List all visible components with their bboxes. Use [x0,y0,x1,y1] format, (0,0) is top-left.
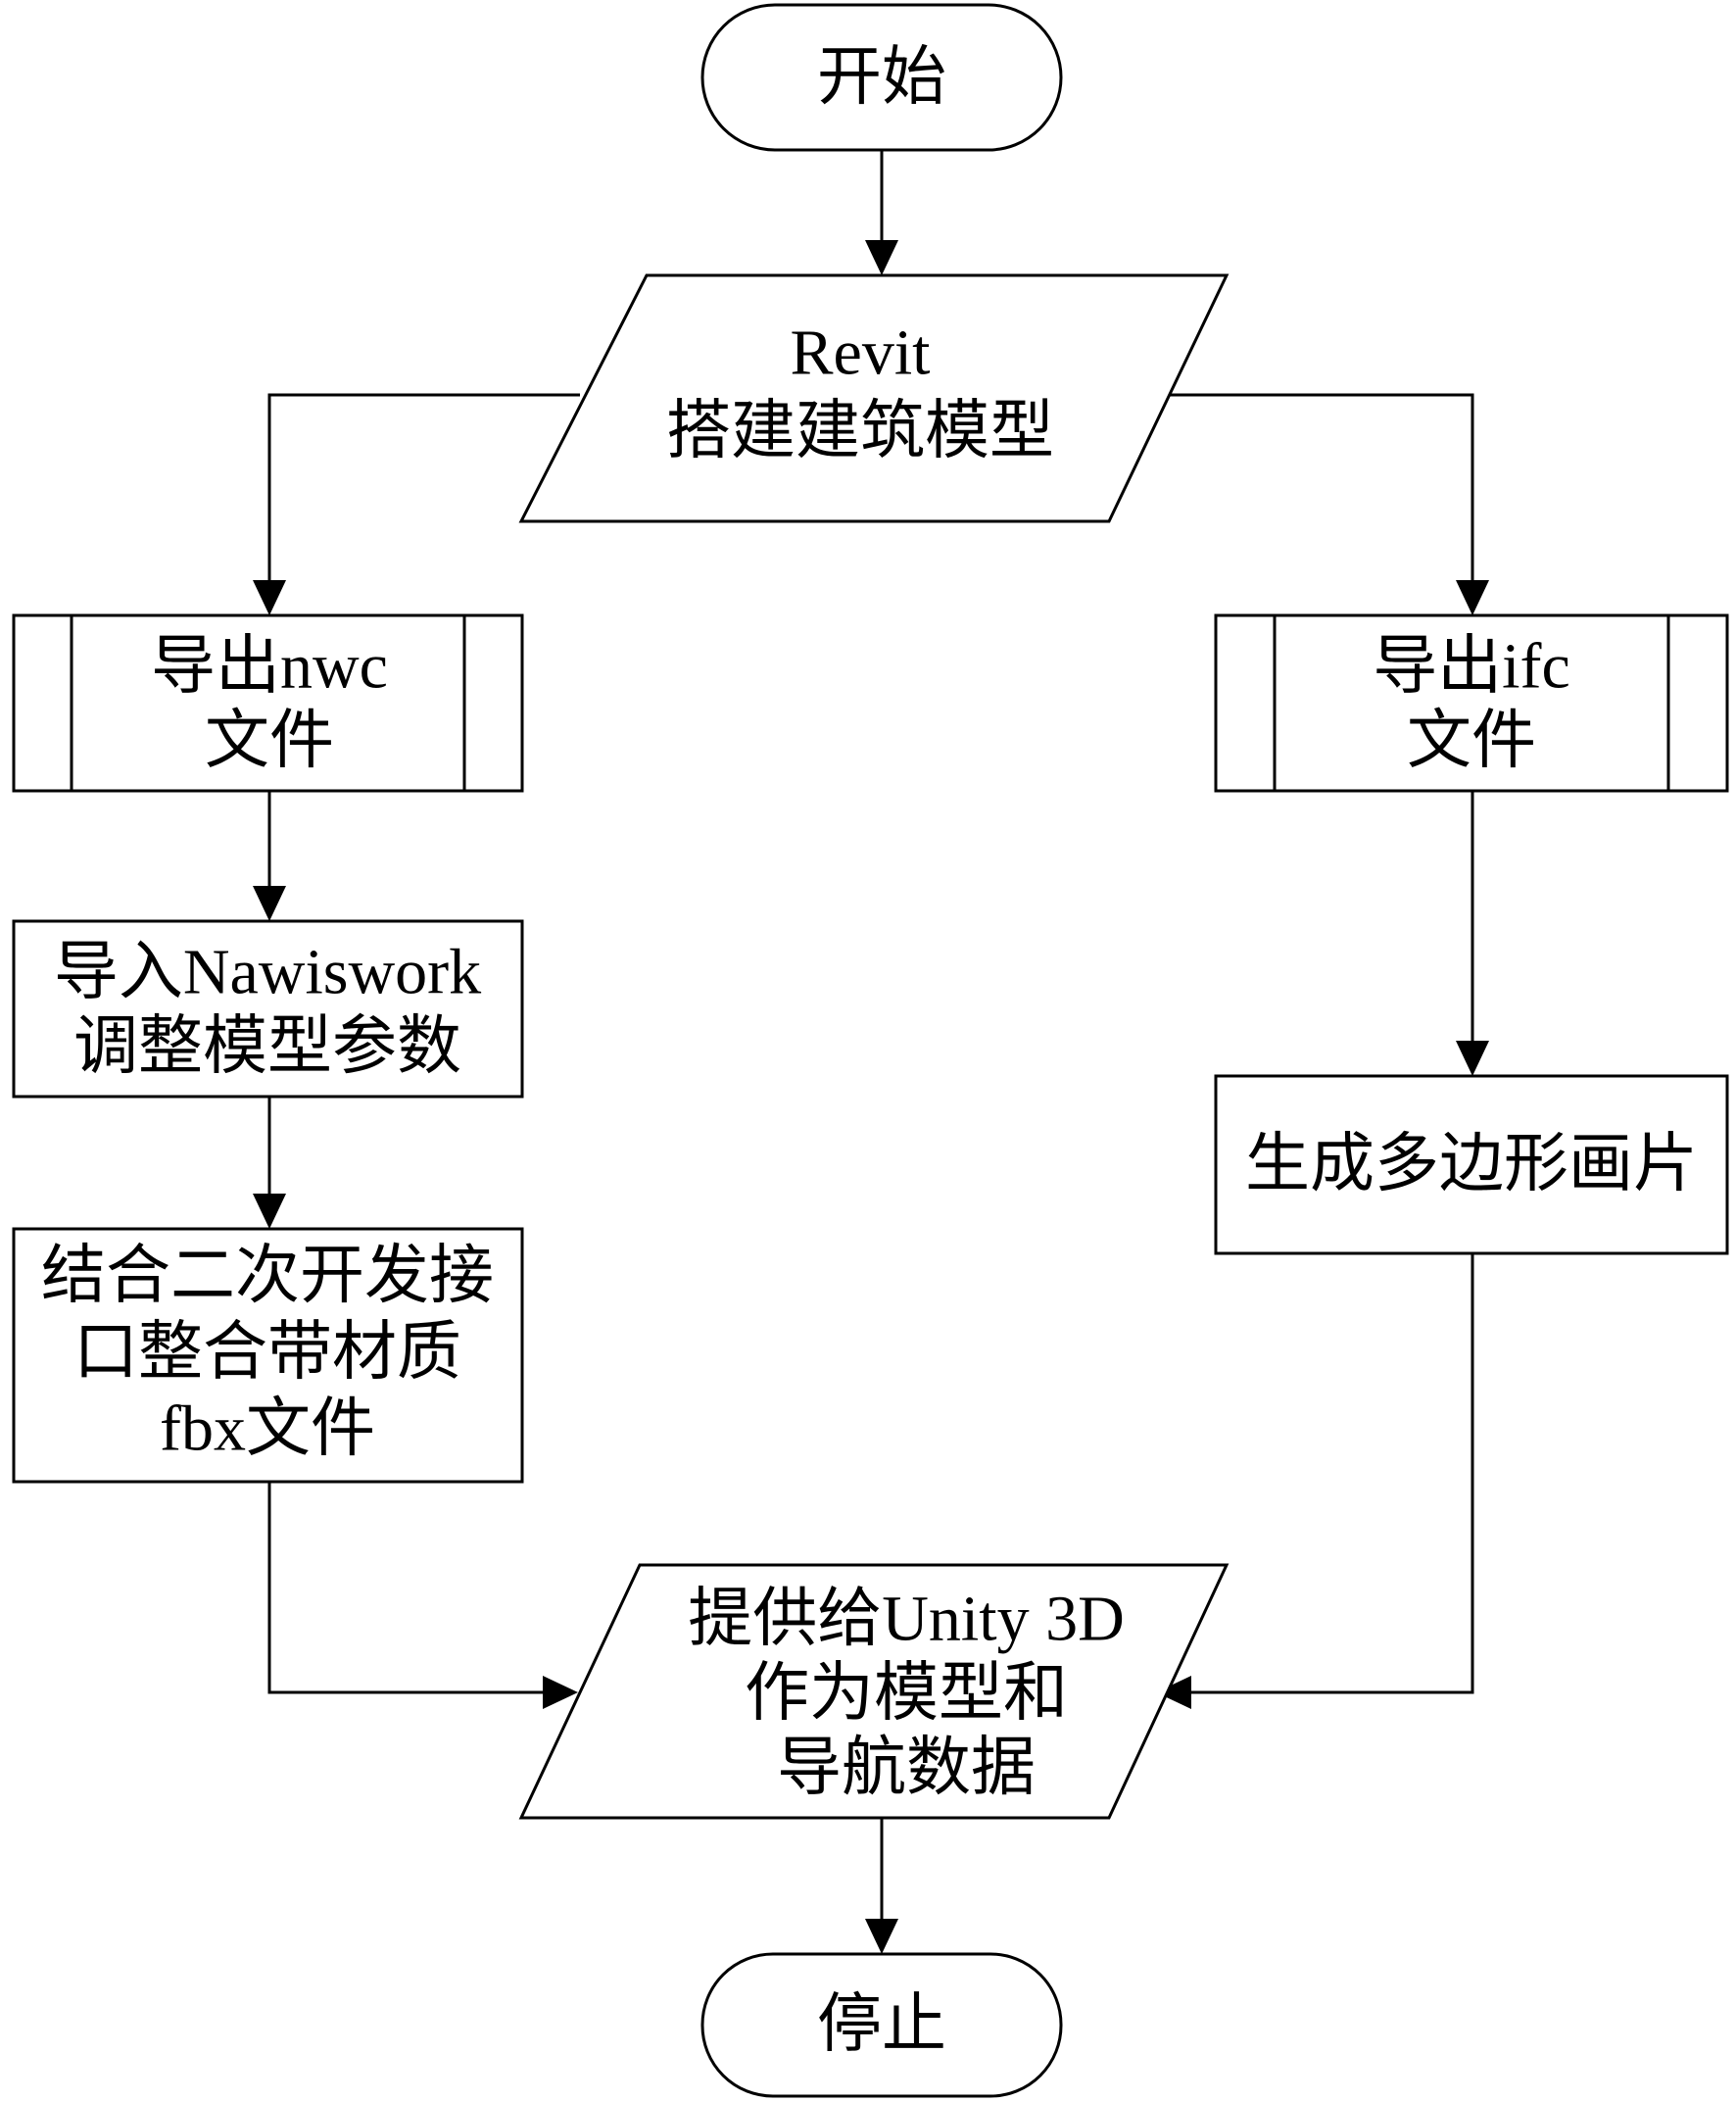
edge-export-ifc-to-polygon [1456,791,1489,1076]
node-export-ifc-label-line-1: 导出ifc [1373,631,1570,703]
edge-navisworks-to-fbx [253,1097,286,1229]
node-export-nwc-label-line-1: 导出nwc [151,631,388,703]
node-start: 开始 [700,3,1063,152]
nodes: 开始 Revit 搭建建筑模型 导出nwc 文件 导出ifc 文件 导入Na [12,3,1729,2098]
node-polygon: 生成多边形画片 [1214,1074,1729,1255]
edge-fbx-to-unity [267,1482,578,1709]
node-fbx-label-line-1: 结合二次开发接 [41,1241,494,1312]
edge-revit-to-export-ifc [1166,393,1489,615]
node-revit-label-line-1: Revit [791,318,931,389]
node-start-label: 开始 [817,42,946,114]
node-navisworks-label-line-2: 调整模型参数 [73,1011,461,1083]
node-export-ifc: 导出ifc 文件 [1214,613,1729,793]
node-fbx-label-line-2: 口整合带材质 [73,1317,461,1389]
edge-export-nwc-to-navisworks [253,791,286,921]
node-export-ifc-label-line-2: 文件 [1407,706,1536,777]
node-export-nwc: 导出nwc 文件 [12,613,524,793]
node-fbx: 结合二次开发接 口整合带材质 fbx文件 [12,1227,524,1484]
node-unity-label-line-2: 作为模型和 [745,1658,1068,1730]
node-unity-label-line-1: 提供给Unity 3D [688,1584,1125,1655]
node-navisworks-label-line-1: 导入Nawiswork [54,937,481,1008]
node-fbx-label-line-3: fbx文件 [160,1393,375,1465]
node-polygon-label: 生成多边形画片 [1245,1129,1698,1200]
node-stop-label: 停止 [817,1989,946,2061]
node-stop: 停止 [700,1952,1063,2098]
edge-unity-to-stop [865,1818,898,1954]
edges [253,150,1489,1954]
edge-polygon-to-unity [1156,1253,1474,1709]
node-revit-label-line-2: 搭建建筑模型 [666,396,1054,467]
edge-start-to-revit [865,150,898,275]
node-export-nwc-label-line-2: 文件 [205,706,334,777]
node-unity: 提供给Unity 3D 作为模型和 导航数据 [518,1563,1230,1820]
node-revit: Revit 搭建建筑模型 [518,273,1230,523]
node-unity-label-line-3: 导航数据 [777,1733,1036,1804]
edge-revit-to-export-nwc [253,393,580,615]
node-navisworks: 导入Nawiswork 调整模型参数 [12,919,524,1099]
